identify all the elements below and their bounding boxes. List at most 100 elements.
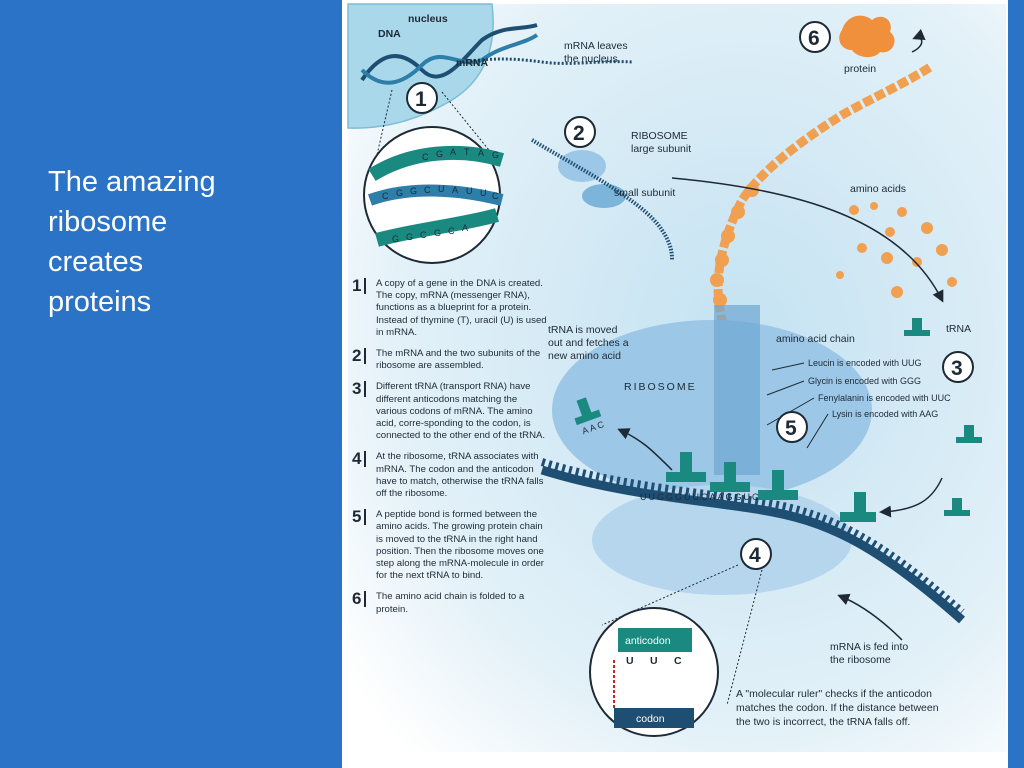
anticodon-label: anticodon xyxy=(625,635,671,647)
step-6-marker xyxy=(799,21,831,53)
codon-label: codon xyxy=(636,713,665,725)
ribosome-large-label: RIBOSOME xyxy=(631,130,688,142)
base-letter: U xyxy=(466,186,473,196)
base-letter: A xyxy=(478,148,484,158)
step-item: 2 The mRNA and the two subunits of the r… xyxy=(352,346,547,372)
base-letter: A xyxy=(450,147,456,157)
trna-moved-label: out and fetches a xyxy=(548,337,629,349)
base-letters-mid: C G G C U A U U C xyxy=(382,184,499,201)
mrna-main-strand xyxy=(540,465,965,624)
step-text: At the ribosome, tRNA associates with mR… xyxy=(376,451,544,500)
base-letter: G xyxy=(436,149,443,159)
protein-label: protein xyxy=(844,63,876,75)
mrna-fed-label: mRNA is fed into xyxy=(830,641,908,653)
step-1-number: 1 xyxy=(415,88,427,111)
base-letter: G xyxy=(392,234,399,244)
base-letters-bottom: G G C G C A xyxy=(392,223,468,244)
dna-zoom-strand-lower xyxy=(367,184,504,206)
title-line: The amazing xyxy=(48,166,216,198)
base-letter: C xyxy=(448,226,455,236)
trna-letter: A xyxy=(588,422,597,433)
step-5-marker xyxy=(776,411,808,443)
step-4-number: 4 xyxy=(749,544,761,567)
codon-block xyxy=(614,708,694,728)
legend-leader xyxy=(771,362,805,371)
step-6-number: 6 xyxy=(808,27,820,50)
trna-leaving: A A C xyxy=(574,397,606,436)
amino-acids-label: amino acids xyxy=(850,183,906,195)
mrna-label: mRNA xyxy=(456,57,489,69)
step-number: 6 xyxy=(352,589,367,609)
step-text: A peptide bond is formed between the ami… xyxy=(376,509,544,582)
nucleus-label: nucleus xyxy=(408,13,448,25)
legend-leader xyxy=(766,380,805,396)
large-subunit-small xyxy=(558,150,606,182)
step-1-marker xyxy=(406,82,438,114)
codon-letter: G xyxy=(674,695,682,707)
mrna-fed-label: the ribosome xyxy=(830,654,891,666)
base-letter: C xyxy=(422,152,429,162)
zoom-line xyxy=(601,564,739,626)
small-subunit-label: small subunit xyxy=(614,187,675,199)
ribosome-large-label: large subunit xyxy=(631,143,691,155)
amino-acids-arrow xyxy=(671,177,944,303)
mrna-strand-letters: UUGGGUUCAAGGUC xyxy=(640,492,761,502)
zoom-line xyxy=(726,569,763,706)
mrna-leaving xyxy=(461,57,633,65)
codon-letter: A xyxy=(626,695,634,707)
lysin-label: Lysin is encoded with AAG xyxy=(832,409,938,419)
ribosome-channel xyxy=(714,305,760,475)
steps-list: 1 A copy of a gene in the DNA is created… xyxy=(352,276,547,625)
base-letter: G xyxy=(396,188,403,198)
step-item: 4 At the ribosome, tRNA associates with … xyxy=(352,449,547,500)
title-line: proteins xyxy=(48,286,152,318)
dna-helix xyxy=(360,23,538,82)
ribosome-large-body xyxy=(552,320,872,500)
trna-letter: A xyxy=(581,425,590,436)
protein-blob xyxy=(839,15,895,58)
title-line: creates xyxy=(48,246,144,278)
mrna-fed-arrow xyxy=(837,593,903,641)
glycin-label: Glycin is encoded with GGG xyxy=(808,376,921,386)
ruler-caption: matches the codon. If the distance betwe… xyxy=(736,702,939,714)
step-3-number: 3 xyxy=(951,357,963,380)
base-letter: A xyxy=(452,185,458,195)
step-item: 3 Different tRNA (transport RNA) have di… xyxy=(352,379,547,442)
base-letter: G xyxy=(410,186,417,196)
base-letter: C xyxy=(492,191,499,201)
step-4-marker xyxy=(740,538,772,570)
anticodon-block xyxy=(618,628,692,652)
step-text: Different tRNA (transport RNA) have diff… xyxy=(376,381,546,442)
base-letter: U xyxy=(480,188,487,198)
step-5-number: 5 xyxy=(785,417,797,440)
step-number: 5 xyxy=(352,507,367,527)
floating-amino-acids xyxy=(836,202,957,298)
step-text: A copy of a gene in the DNA is created. … xyxy=(376,278,547,338)
mrna-leaves-label: mRNA leaves xyxy=(564,40,628,52)
step-2-marker xyxy=(564,116,596,148)
base-letter: U xyxy=(438,184,445,194)
trna-moved-label: tRNA is moved xyxy=(548,324,618,336)
dna-helix-strand xyxy=(360,33,539,85)
step-2-number: 2 xyxy=(573,122,585,145)
anticodon-letter: U xyxy=(650,655,658,667)
step-number: 2 xyxy=(352,346,367,366)
ribosome-label: RIBOSOME xyxy=(624,381,697,393)
base-letter: G xyxy=(434,228,441,238)
protein-arrow xyxy=(911,28,926,53)
step-number: 1 xyxy=(352,276,367,295)
mrna-teeth xyxy=(540,458,965,615)
base-letters-top: C G A T A G xyxy=(422,147,499,162)
base-letter: C xyxy=(420,230,427,240)
ruler-caption: the two is incorrect, the tRNA falls off… xyxy=(736,716,910,728)
fenylalanin-label: Fenylalanin is encoded with UUC xyxy=(818,393,951,403)
step-number: 4 xyxy=(352,449,367,469)
step-number: 3 xyxy=(352,379,367,399)
anticodon-letter: C xyxy=(674,655,682,667)
step-item: 5 A peptide bond is formed between the a… xyxy=(352,507,547,582)
ruler-caption: A "molecular ruler" checks if the antico… xyxy=(736,688,932,700)
trna-out-arrow xyxy=(617,428,673,471)
dna-label: DNA xyxy=(378,28,401,40)
trna-bound xyxy=(666,452,876,522)
trna-in-arrow xyxy=(879,477,943,518)
